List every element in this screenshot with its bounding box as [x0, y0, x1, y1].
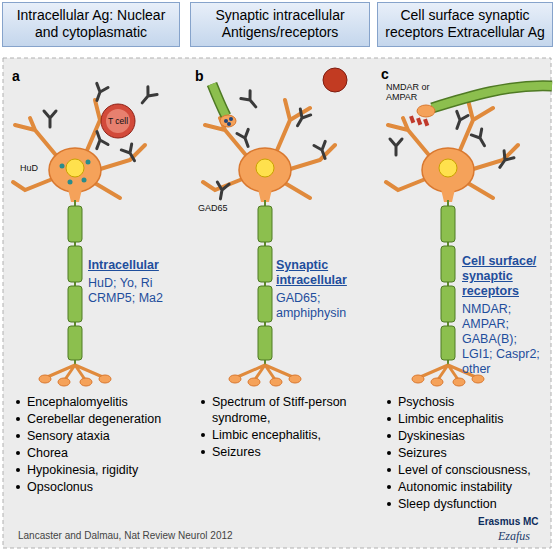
antibody — [237, 129, 254, 148]
antibody — [241, 91, 260, 111]
symptom-item: Seizures — [200, 444, 368, 460]
antibody — [451, 111, 468, 130]
logo-script: Ezafus — [498, 529, 550, 543]
incoming-axon — [432, 86, 552, 108]
symptom-item: Cerebellar degeneration — [15, 411, 183, 427]
figure-panel — [3, 58, 551, 548]
antibody — [390, 139, 402, 155]
hud-dot — [82, 178, 87, 183]
symptom-item: Level of consciousness, — [386, 462, 538, 478]
symptom-item: Spectrum of Stiff-person syndrome, — [200, 394, 368, 426]
neuron — [203, 100, 335, 386]
red-cell — [323, 68, 347, 92]
synaptic-terminal — [220, 115, 236, 127]
antibody — [44, 111, 56, 127]
symptom-item: Sleep dysfunction — [386, 496, 538, 512]
antibody — [91, 83, 108, 102]
antibody — [215, 182, 230, 200]
antigen-list: GAD65; amphiphysin — [276, 291, 372, 321]
gad65-dot — [227, 122, 231, 126]
antibody — [292, 109, 310, 129]
header-box: Intracellular Ag: Nuclear and cytoplasma… — [2, 2, 180, 47]
hud-dot — [60, 164, 65, 169]
incoming-axon — [212, 84, 226, 116]
symptom-item: Seizures — [386, 445, 538, 461]
synaptic-terminal — [417, 105, 435, 117]
symptom-item: Dyskinesias — [386, 428, 538, 444]
receptor-label: NMDAR or AMPAR — [386, 82, 436, 102]
gad65-dot — [224, 119, 228, 123]
antigen-label: HuD — [20, 163, 50, 173]
hud-dot — [86, 160, 91, 165]
antigen-heading: Synaptic intracellular — [276, 258, 372, 288]
antigen-heading: Cell surface/ synaptic receptors — [462, 254, 550, 299]
cell-label: T cell — [101, 116, 135, 126]
panel-letter: b — [195, 68, 215, 84]
logo-text: Erasmus MC — [478, 516, 550, 528]
neuron — [13, 100, 145, 386]
panel-letter: c — [381, 66, 401, 82]
symptom-item: Hypokinesia, rigidity — [15, 462, 183, 478]
header-text: Cell surface synaptic receptors Extracel… — [383, 7, 547, 41]
antibody — [495, 151, 514, 171]
symptom-item: Limbic encephalitis, — [200, 427, 368, 443]
header-box: Synaptic intracellular Antigens/receptor… — [190, 2, 370, 47]
panel-letter: a — [12, 68, 32, 84]
antigen-heading: Intracellular — [88, 258, 180, 273]
symptom-item: Autonomic instability — [386, 479, 538, 495]
hud-dot — [68, 180, 73, 185]
antibody — [91, 129, 108, 148]
header-text: Intracellular Ag: Nuclear and cytoplasma… — [8, 7, 174, 41]
antigen-list: NMDAR; AMPAR; GABA(B); LGI1; Caspr2; oth… — [462, 302, 550, 377]
t-cell — [101, 104, 135, 138]
receptor — [416, 117, 422, 125]
incoming-axon — [432, 86, 552, 108]
antigen-label: GAD65 — [198, 203, 238, 213]
incoming-axon — [212, 84, 226, 116]
symptom-item: Chorea — [15, 445, 183, 461]
symptom-item: Psychosis — [386, 394, 538, 410]
symptom-item: Opsoclonus — [15, 479, 183, 495]
symptom-item: Limbic encephalitis — [386, 411, 538, 427]
antibody — [471, 129, 489, 149]
antibody — [138, 87, 157, 107]
citation: Lancaster and Dalmau, Nat Review Neurol … — [18, 530, 418, 542]
gad65-dot — [229, 117, 233, 121]
antigen-list: HuD; Yo, Ri CRMP5; Ma2 — [88, 276, 180, 306]
symptom-item: Sensory ataxia — [15, 428, 183, 444]
header-box: Cell surface synaptic receptors Extracel… — [377, 2, 553, 47]
header-text: Synaptic intracellular Antigens/receptor… — [196, 7, 364, 41]
receptor — [409, 115, 415, 123]
antibody — [314, 141, 331, 160]
antibody — [121, 144, 139, 164]
receptor — [423, 118, 429, 126]
symptom-item: Encephalomyelitis — [15, 394, 183, 410]
